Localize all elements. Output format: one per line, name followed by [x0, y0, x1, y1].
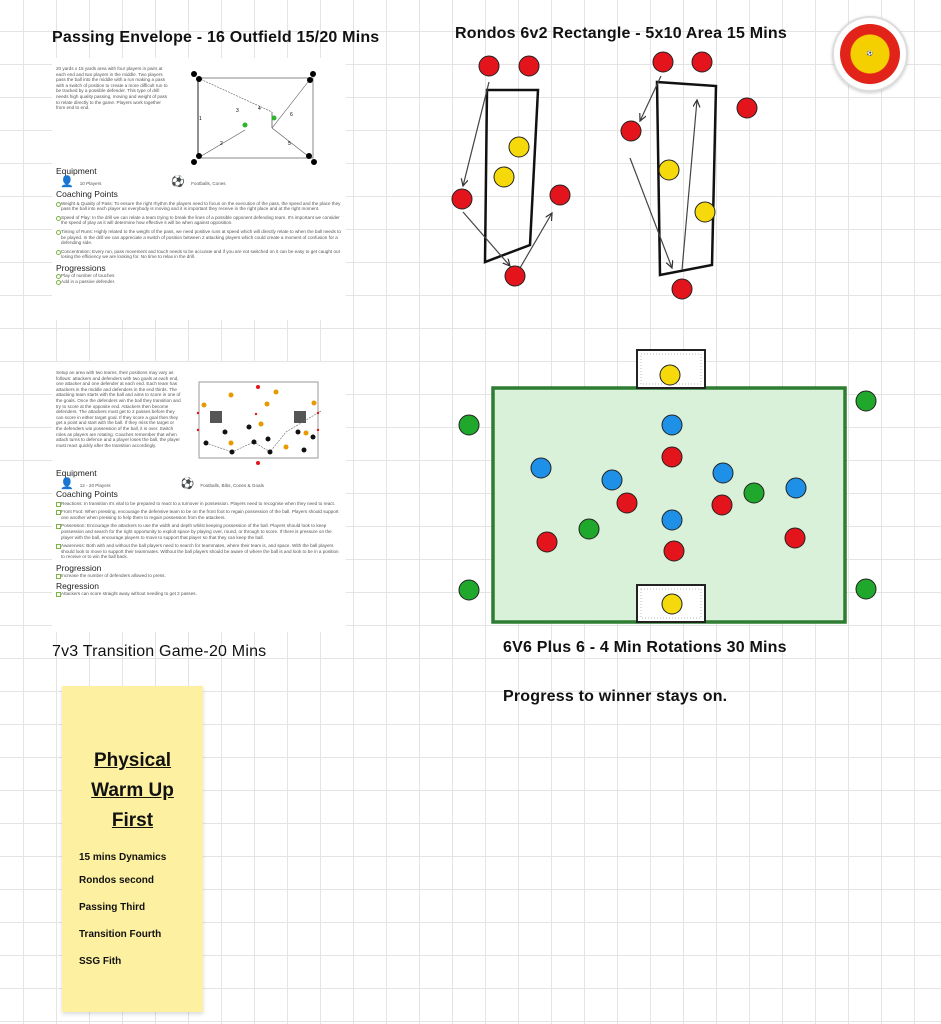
yellow-player-marker[interactable] [659, 364, 681, 386]
red-player-marker[interactable] [652, 51, 674, 73]
blue-player-marker[interactable] [661, 509, 683, 531]
yellow-player-marker[interactable] [508, 136, 530, 158]
regression-heading: Regression [56, 580, 99, 591]
green-player-marker[interactable] [578, 518, 600, 540]
sticky-item: 15 mins Dynamics [79, 852, 167, 863]
yellow-player-marker[interactable] [694, 201, 716, 223]
passing-title: Passing Envelope - 16 Outfield 15/20 Min… [52, 29, 380, 46]
blue-player-marker[interactable] [661, 414, 683, 436]
progressions-heading: Progressions [56, 262, 106, 273]
doc2-intro: Setup an area with two teams, their posi… [56, 370, 181, 448]
diagram-label: 6 [290, 112, 293, 118]
coaching-point: Front Foot: When pressing, encourage the… [56, 509, 342, 520]
red-player-marker[interactable] [691, 51, 713, 73]
blue-player-marker[interactable] [712, 462, 734, 484]
red-player-marker[interactable] [663, 540, 685, 562]
ssg-note: Progress to winner stays on. [503, 688, 728, 705]
diagram-label: 2 [220, 141, 223, 147]
pass-arrows [463, 75, 697, 271]
player-icon: 👤 [60, 478, 74, 490]
equip-items: Footballs, Bibs, Cones & Goals [200, 483, 264, 488]
red-player-marker[interactable] [671, 278, 693, 300]
green-player-marker[interactable] [855, 390, 877, 412]
equip-players: 12 - 20 Players [79, 483, 111, 488]
diagram-label: 1 [199, 116, 202, 122]
red-player-marker[interactable] [620, 120, 642, 142]
sticky-heading: Warm Up [91, 780, 174, 801]
rondos-title: Rondos 6v2 Rectangle - 5x10 Area 15 Mins [455, 25, 787, 42]
player-icon: 👤 [60, 176, 74, 188]
coaching-point: Reactions: In transition it's vital to b… [56, 501, 342, 507]
doc2-diagram [196, 381, 321, 465]
sticky-item: Passing Third [79, 902, 146, 913]
club-logo: ⚽ [832, 16, 908, 92]
green-player-marker[interactable] [458, 414, 480, 436]
equip-items: Footballs, Cones [191, 181, 226, 186]
red-player-marker[interactable] [661, 446, 683, 468]
diagram-label: 4 [258, 106, 261, 112]
red-player-marker[interactable] [504, 265, 526, 287]
sticky-heading: First [111, 810, 154, 831]
club-crest-icon: ⚽ [840, 24, 900, 84]
ssg-title: 6V6 Plus 6 - 4 Min Rotations 30 Mins [503, 639, 787, 656]
progression-item: Add in a passive defender. [56, 279, 342, 285]
equipment-heading: Equipment [56, 468, 97, 478]
progression-heading: Progression [56, 562, 102, 573]
progression-item: Play of number of touches [56, 273, 342, 279]
red-player-marker[interactable] [616, 492, 638, 514]
rondos-diagram [451, 51, 758, 300]
green-player-marker[interactable] [855, 578, 877, 600]
blue-player-marker[interactable] [785, 477, 807, 499]
ssg-pitch [458, 349, 877, 624]
coaching-heading: Coaching Points [56, 488, 118, 499]
red-player-marker[interactable] [478, 55, 500, 77]
sticky-item: Rondos second [79, 875, 155, 886]
goal-bottom [636, 584, 706, 623]
diagram-label: 3 [236, 108, 239, 114]
green-player-marker[interactable] [458, 579, 480, 601]
coaching-point: Awareness: Both with and without the bal… [56, 543, 342, 560]
red-player-marker[interactable] [736, 97, 758, 119]
coaching-point: Possession: Encourage the attackers to u… [56, 523, 342, 540]
coaching-point: Concentration: Every run, pass movement … [56, 249, 342, 260]
red-player-marker[interactable] [784, 527, 806, 549]
blue-player-marker[interactable] [601, 469, 623, 491]
blue-player-marker[interactable] [530, 457, 552, 479]
green-player-marker[interactable] [743, 482, 765, 504]
diagram-label: 5 [288, 141, 291, 147]
transition-game-doc: Setup an area with two teams, their posi… [52, 362, 346, 632]
passing-envelope-doc: 20 yards x 15 yards area with four playe… [52, 58, 346, 320]
doc1-intro: 20 yards x 15 yards area with four playe… [56, 66, 168, 111]
rondo-area-left [483, 88, 540, 264]
football-icon: ⚽ [171, 176, 186, 188]
yellow-player-marker[interactable] [493, 166, 515, 188]
coaching-point: Speed of Play: In the drill we can relat… [56, 215, 342, 226]
equipment-heading: Equipment [56, 166, 97, 176]
yellow-player-marker[interactable] [658, 159, 680, 181]
sticky-heading: Physical [93, 750, 172, 771]
coaching-point: Weight & Quality of Pass: To ensure the … [56, 201, 342, 212]
red-player-marker[interactable] [549, 184, 571, 206]
doc1-diagram: 1 2 3 4 5 6 [191, 71, 317, 165]
red-player-marker[interactable] [536, 531, 558, 553]
red-player-marker[interactable] [518, 55, 540, 77]
sticky-item: SSG Fith [79, 956, 122, 967]
regression-item: Attackers can score straight away withou… [56, 591, 342, 597]
warmup-sticky-note[interactable]: Physical Warm Up First 15 mins Dynamics … [62, 686, 203, 1012]
rondo-area-right [655, 80, 718, 277]
equip-players: 10 Players [79, 181, 102, 186]
red-player-marker[interactable] [711, 494, 733, 516]
coaching-point: Timing of Runs: Highly related to the we… [56, 229, 342, 246]
progression-item: Increase the number of defenders allowed… [56, 573, 342, 579]
transition-title: 7v3 Transition Game-20 Mins [52, 643, 267, 660]
yellow-player-marker[interactable] [661, 593, 683, 615]
red-player-marker[interactable] [451, 188, 473, 210]
football-icon: ⚽ [180, 478, 195, 490]
coaching-heading: Coaching Points [56, 188, 118, 199]
sticky-item: Transition Fourth [79, 929, 162, 940]
